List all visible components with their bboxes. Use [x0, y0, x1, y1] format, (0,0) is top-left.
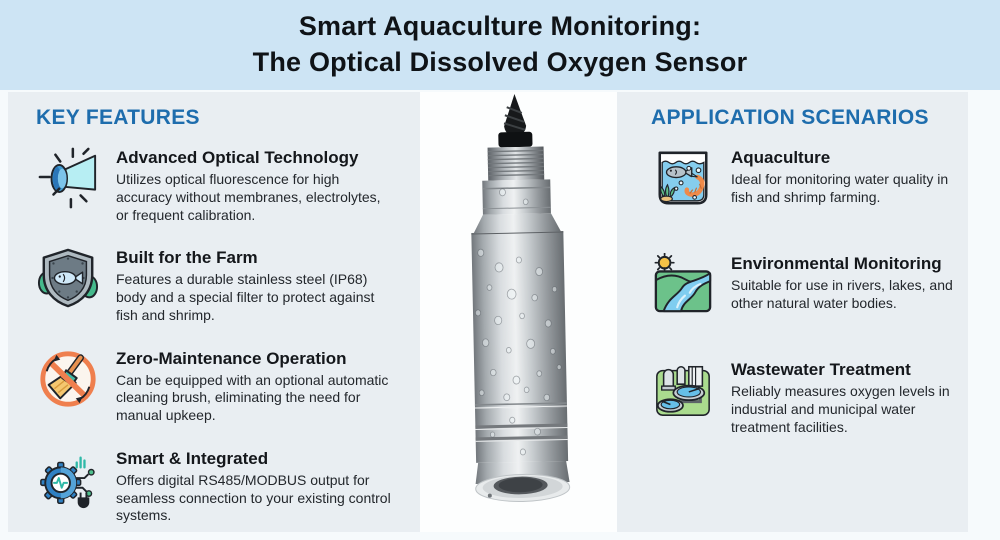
feature-description: Utilizes optical fluorescence for high a…	[116, 171, 381, 223]
scenario-title: Wastewater Treatment	[731, 360, 911, 379]
water-droplets	[475, 188, 562, 456]
no-cleaning-brush-icon	[40, 350, 96, 407]
feature-item-optical: Advanced Optical Technology Utilizes opt…	[36, 146, 400, 224]
feature-title: Built for the Farm	[116, 248, 258, 268]
feature-description: Features a durable stainless steel (IP68…	[116, 271, 375, 323]
scenario-item-aquaculture: Aquaculture Ideal for monitoring water q…	[651, 146, 958, 210]
feature-title: Smart & Integrated	[116, 448, 269, 468]
key-features-panel: KEY FEATURES	[8, 92, 420, 532]
plug-glyph	[77, 492, 90, 508]
treatment-plant-icon	[656, 365, 710, 416]
page-title-line2: The Optical Dissolved Oxygen Sensor	[252, 47, 748, 77]
feature-title: Zero-Maintenance Operation	[116, 348, 347, 368]
key-features-heading: KEY FEATURES	[36, 106, 200, 129]
dissolved-oxygen-sensor-image	[471, 94, 571, 502]
scenario-title: Environmental Monitoring	[731, 254, 942, 273]
fish-tank-icon	[658, 151, 708, 205]
scenario-title: Aquaculture	[731, 148, 831, 167]
smart-gear-icon	[40, 456, 95, 508]
scenario-description: Suitable for use in rivers, lakes, and o…	[731, 277, 953, 311]
feature-item-maintenance: Zero-Maintenance Operation Can be equipp…	[36, 347, 400, 425]
feature-title: Advanced Optical Technology	[116, 148, 359, 167]
product-image-area	[420, 92, 617, 532]
page-title: Smart Aquaculture Monitoring: The Optica…	[253, 9, 748, 80]
page-title-line1: Smart Aquaculture Monitoring:	[298, 11, 702, 42]
feature-item-durable: Built for the Farm Features a durable st…	[36, 246, 400, 324]
scenario-item-environmental: Environmental Monitoring Suitable for us…	[651, 252, 958, 316]
shield-fish-icon	[37, 248, 99, 308]
application-scenarios-panel: APPLICATION SCENARIOS	[617, 92, 968, 532]
scenario-description: Reliably measures oxygen levels in indus…	[731, 383, 950, 435]
scenario-description: Ideal for monitoring water quality in fi…	[731, 171, 949, 205]
feature-description: Offers digital RS485/MODBUS output for s…	[116, 471, 391, 524]
header-band: Smart Aquaculture Monitoring: The Optica…	[0, 0, 1000, 90]
river-landscape-icon	[654, 253, 712, 313]
application-scenarios-heading: APPLICATION SCENARIOS	[651, 106, 929, 129]
scenario-item-wastewater: Wastewater Treatment Reliably measures o…	[651, 358, 958, 436]
feature-item-integration: Smart & Integrated Offers digital RS485/…	[36, 447, 400, 525]
content-row: KEY FEATURES	[8, 92, 968, 532]
flashlight-icon	[38, 147, 97, 209]
feature-description: Can be equipped with an optional automat…	[116, 371, 389, 424]
